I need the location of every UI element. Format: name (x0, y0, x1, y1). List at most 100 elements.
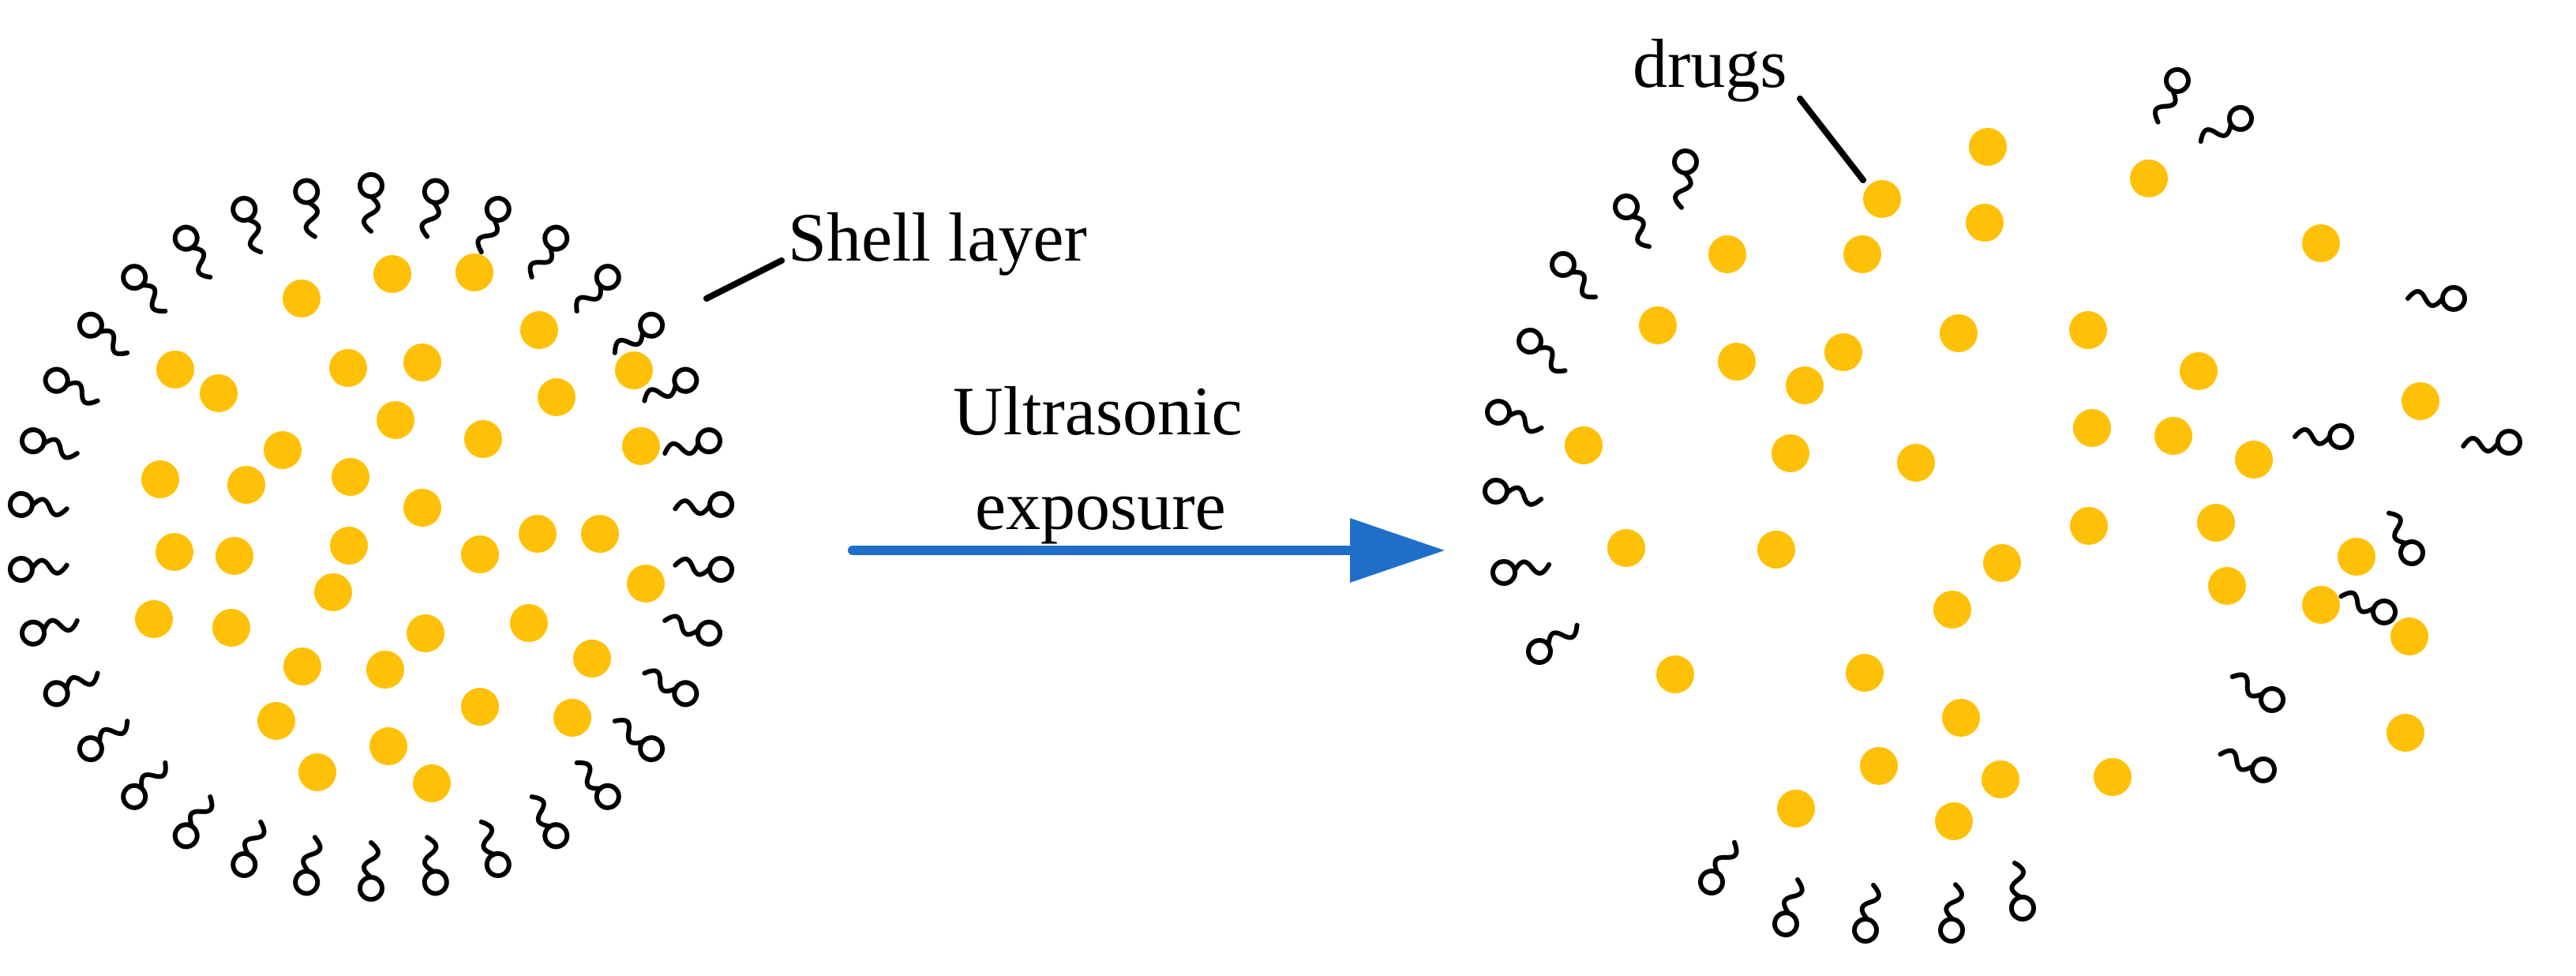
lipid-molecule-icon (1526, 622, 1580, 665)
drug-dot (1786, 366, 1824, 404)
lipid-molecule-icon (574, 264, 621, 314)
drug-dot (156, 533, 193, 571)
shell-layer-intact (7, 172, 735, 902)
drug-dot (403, 343, 441, 381)
drug-dot (1983, 544, 2021, 582)
lipid-molecule-icon (358, 840, 384, 902)
drug-dot (1565, 426, 1603, 464)
drug-dot (1846, 654, 1884, 692)
drug-dot (1607, 529, 1645, 567)
drug-dot (264, 431, 302, 469)
drug-dot (573, 640, 611, 678)
drug-dot (2338, 538, 2375, 576)
drug-dot (1843, 235, 1881, 273)
shell-callout-line (703, 257, 785, 302)
lipid-molecule-icon (1698, 839, 1739, 895)
drug-dot (141, 460, 179, 498)
drug-dot (373, 255, 411, 293)
intact-nanoparticle (7, 172, 735, 902)
disrupted-nanoparticle (1483, 67, 2522, 944)
drug-dot (2302, 224, 2340, 262)
lipid-molecule-icon (673, 490, 735, 518)
drugs-label: drugs (1633, 26, 1787, 103)
drug-dot (2070, 507, 2108, 545)
drug-dot (464, 420, 502, 458)
lipid-molecule-icon (475, 196, 512, 255)
drug-dot (1933, 591, 1971, 629)
lipid-molecule-icon (1485, 399, 1544, 434)
drug-dot (332, 458, 369, 496)
lipid-molecule-icon (231, 819, 267, 878)
lipid-molecule-icon (1613, 193, 1652, 250)
process-label-line1: Ultrasonic (953, 374, 1243, 450)
lipid-molecule-icon (2152, 67, 2191, 125)
lipid-molecule-icon (419, 178, 449, 239)
drug-dot (407, 614, 444, 652)
drug-dot (1860, 747, 1898, 785)
lipid-molecule-icon (43, 366, 100, 406)
lipid-molecule-icon (43, 670, 100, 708)
lipid-molecule-icon (529, 794, 570, 850)
drug-dot (2197, 504, 2235, 542)
lipid-molecule-icon (121, 760, 168, 810)
drug-cluster-intact (135, 253, 665, 802)
lipid-molecule-icon (1483, 478, 1544, 507)
lipid-molecule-icon (478, 819, 512, 878)
lipid-molecule-icon (77, 311, 130, 357)
drug-dot (581, 515, 619, 553)
lipid-molecule-icon (121, 264, 168, 314)
lipid-molecule-icon (662, 614, 723, 647)
lipid-molecule-icon (1938, 882, 1965, 944)
drug-dot (553, 699, 591, 737)
lipid-molecule-icon (2338, 590, 2398, 625)
drug-dot (2069, 311, 2107, 349)
lipid-molecule-icon (1672, 148, 1699, 210)
drug-dot (283, 648, 321, 685)
drug-dot (2235, 441, 2273, 479)
drug-dot (1639, 306, 1677, 344)
drug-dot (135, 600, 173, 638)
drug-dot (622, 427, 660, 465)
drug-dot (1824, 333, 1862, 371)
drug-cluster-released (1565, 128, 2439, 840)
drug-dot (377, 401, 414, 439)
lipid-molecule-icon (358, 172, 384, 234)
drug-dot (216, 537, 253, 575)
lipid-molecule-icon (19, 427, 80, 460)
lipid-molecule-icon (77, 719, 130, 763)
lipid-molecule-icon (231, 196, 264, 255)
lipid-molecule-icon (1772, 877, 1805, 937)
drug-dot (2154, 417, 2192, 455)
drug-dot (510, 604, 548, 642)
drug-dot (1940, 314, 1978, 352)
callout-lines (703, 96, 1866, 302)
lipid-molecule-icon (293, 835, 323, 896)
drug-dot (2302, 586, 2340, 624)
lipid-molecule-icon (527, 224, 570, 280)
lipid-molecule-icon (2198, 105, 2254, 144)
lipid-molecule-icon (2387, 510, 2425, 566)
lipid-molecule-icon (2229, 672, 2285, 713)
lipid-molecule-icon (612, 311, 666, 355)
drug-dot (1708, 235, 1746, 273)
arrow-head (1350, 518, 1445, 583)
drug-dot (227, 466, 265, 504)
lipid-molecule-icon (2218, 748, 2277, 783)
lipid-molecule-icon (422, 835, 449, 896)
lipid-molecule-icon (2009, 860, 2036, 922)
drug-dot (329, 349, 367, 387)
drug-dot (2208, 567, 2246, 605)
drug-dot (2180, 352, 2218, 390)
lipid-molecule-icon (1517, 328, 1568, 374)
drug-dot (2094, 758, 2132, 796)
lipid-molecule-icon (293, 178, 321, 239)
lipid-molecule-icon (2405, 285, 2467, 312)
lipid-molecule-icon (1852, 882, 1881, 944)
shell-layer-label: Shell layer (788, 200, 1087, 276)
drug-dot (314, 573, 352, 611)
drug-dot (456, 253, 493, 291)
drug-dot (1935, 802, 1973, 840)
lipid-molecule-icon (172, 794, 215, 850)
drug-dot (257, 702, 295, 740)
drug-dot (615, 351, 653, 389)
